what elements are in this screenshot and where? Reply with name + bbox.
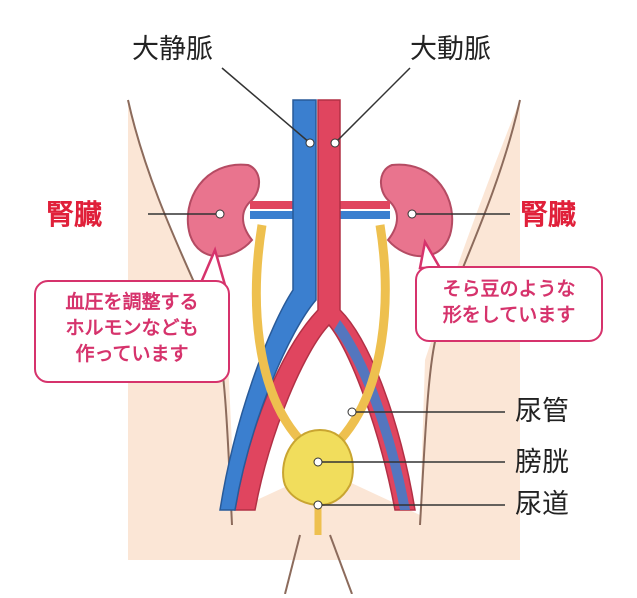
kidney-right: [380, 163, 454, 258]
label-urethra: 尿道: [515, 489, 569, 520]
label-aorta: 大動脈: [410, 34, 491, 65]
label-kidney-right: 腎臓: [520, 198, 577, 231]
label-vena-cava: 大静脈: [132, 34, 213, 65]
leg-outline-left: [284, 534, 301, 595]
bladder: [282, 428, 354, 507]
leg-outline-right: [329, 534, 353, 595]
label-ureter: 尿管: [515, 396, 569, 427]
ureter-right: [336, 224, 390, 444]
ureter-left: [251, 224, 304, 444]
vena-cava: [219, 99, 317, 511]
bubble-left-line: 作っています: [75, 343, 189, 366]
bubble-left: 血圧を調整する ホルモンなども 作っています: [34, 280, 230, 383]
bubble-right-line: 形をしています: [442, 304, 576, 327]
torso-skin: [128, 100, 520, 560]
bubble-right-line: そら豆のような: [442, 278, 576, 300]
bubble-right: そら豆のような 形をしています: [415, 266, 603, 342]
label-kidney-left: 腎臓: [46, 198, 103, 231]
label-bladder: 膀胱: [515, 447, 569, 478]
bubble-left-line: 血圧を調整する: [65, 291, 199, 313]
kidney-left: [186, 163, 260, 258]
bubble-left-line: ホルモンなども: [65, 317, 199, 340]
